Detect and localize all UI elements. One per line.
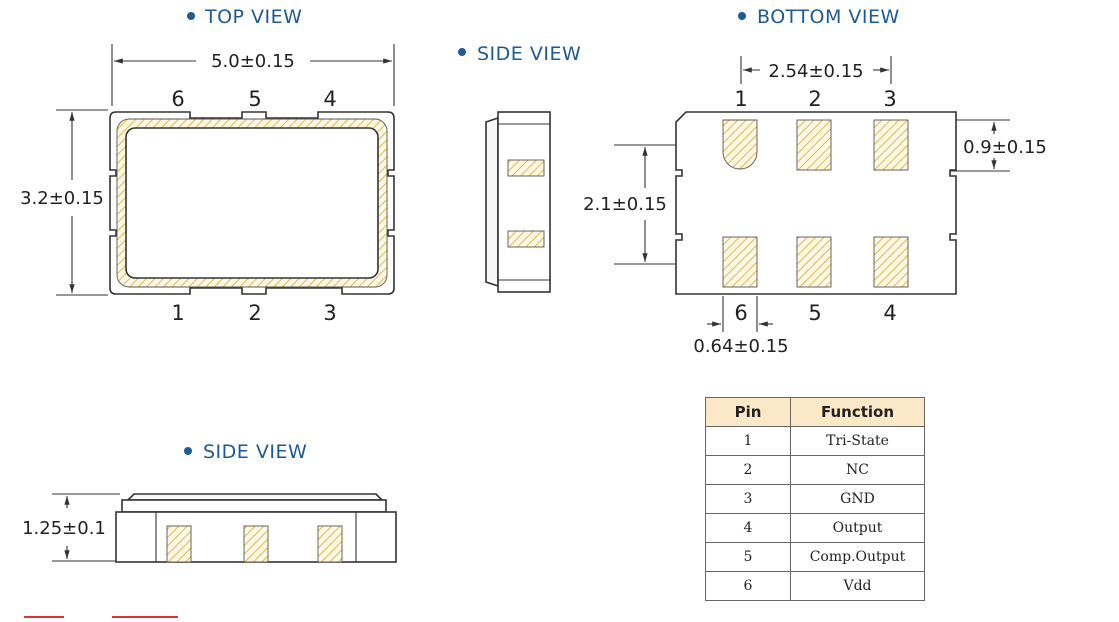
- pin-function-table: Pin Function 1 Tri-State 2 NC 3 GND 4 Ou…: [705, 397, 925, 601]
- side-view-vertical: SIDE VIEW: [458, 43, 581, 293]
- side-view-title: SIDE VIEW: [477, 43, 581, 65]
- bottom-pad-width-dimension: 0.64±0.15: [693, 336, 788, 357]
- table-row: 5 Comp.Output: [705, 542, 925, 572]
- top-view-title: TOP VIEW: [204, 6, 302, 28]
- bullet-icon: [184, 447, 192, 455]
- side-pad: [507, 159, 545, 177]
- pin-cell: 3: [705, 484, 791, 514]
- top-view: TOP VIEW 5.0±0.15 3.2±0.15 6 5 4 1 2 3: [20, 6, 395, 325]
- side-view-title: SIDE VIEW: [203, 441, 307, 463]
- table-row: 4 Output: [705, 513, 925, 543]
- side-height-dimension: 1.25±0.1: [22, 518, 106, 539]
- bullet-icon: [187, 12, 195, 20]
- top-width-dimension: 5.0±0.15: [211, 51, 295, 72]
- pin-cell: 6: [705, 571, 791, 601]
- top-pin-label: 3: [323, 301, 336, 325]
- pin-cell: 4: [705, 513, 791, 543]
- pin-cell: 2: [705, 455, 791, 485]
- side-lid-edge: [126, 493, 384, 501]
- red-underline-mark: [112, 616, 178, 618]
- top-pin-label: 4: [323, 87, 336, 111]
- bottom-pitch-dimension: 2.54±0.15: [768, 61, 863, 82]
- bottom-pad-height-dimension: 0.9±0.15: [963, 137, 1047, 158]
- bottom-row-spacing-dimension: 2.1±0.15: [583, 194, 667, 215]
- bottom-view: BOTTOM VIEW 2.54±0.15 0.9±0.15 2.1±0.15 …: [583, 6, 1047, 357]
- side-package-body: [497, 111, 551, 293]
- side-seal: [121, 499, 387, 513]
- bottom-pad: [796, 236, 832, 288]
- function-cell: Tri-State: [790, 426, 925, 456]
- side-lid-edge: [485, 116, 499, 288]
- top-pin-label: 6: [171, 87, 184, 111]
- side-pad: [317, 525, 343, 563]
- top-pin-label: 5: [248, 87, 261, 111]
- function-cell: Vdd: [790, 571, 925, 601]
- table-header-pin: Pin: [705, 397, 791, 427]
- table-row: 6 Vdd: [705, 571, 925, 601]
- bottom-pad: [873, 119, 909, 171]
- table-row: 3 GND: [705, 484, 925, 514]
- table-row: 1 Tri-State: [705, 426, 925, 456]
- bullet-icon: [738, 12, 746, 20]
- bottom-pad: [873, 236, 909, 288]
- top-height-dimension: 3.2±0.15: [20, 188, 104, 209]
- bottom-pin-label: 1: [734, 87, 747, 111]
- bottom-pad: [722, 236, 758, 288]
- side-pad: [507, 230, 545, 248]
- bottom-pad-pin1: [722, 119, 758, 170]
- bottom-pin-label: 5: [808, 301, 821, 325]
- table-header-function: Function: [790, 397, 925, 427]
- bottom-pin-label: 6: [734, 301, 747, 325]
- top-pin-label: 1: [171, 301, 184, 325]
- function-cell: Comp.Output: [790, 542, 925, 572]
- bottom-pin-label: 2: [808, 87, 821, 111]
- pin-cell: 5: [705, 542, 791, 572]
- bottom-pin-label: 3: [883, 87, 896, 111]
- function-cell: GND: [790, 484, 925, 514]
- side-view-horizontal: SIDE VIEW 1.25±0.1: [22, 441, 397, 563]
- bottom-pin-label: 4: [883, 301, 896, 325]
- side-pad: [243, 525, 269, 563]
- bottom-pad: [796, 119, 832, 171]
- bottom-view-title: BOTTOM VIEW: [757, 6, 900, 28]
- bullet-icon: [458, 48, 466, 56]
- top-pin-label: 2: [248, 301, 261, 325]
- red-underline-mark: [24, 616, 64, 618]
- side-pad: [166, 525, 192, 563]
- top-lid: [125, 127, 379, 279]
- table-row: 2 NC: [705, 455, 925, 485]
- pin-cell: 1: [705, 426, 791, 456]
- function-cell: NC: [790, 455, 925, 485]
- function-cell: Output: [790, 513, 925, 543]
